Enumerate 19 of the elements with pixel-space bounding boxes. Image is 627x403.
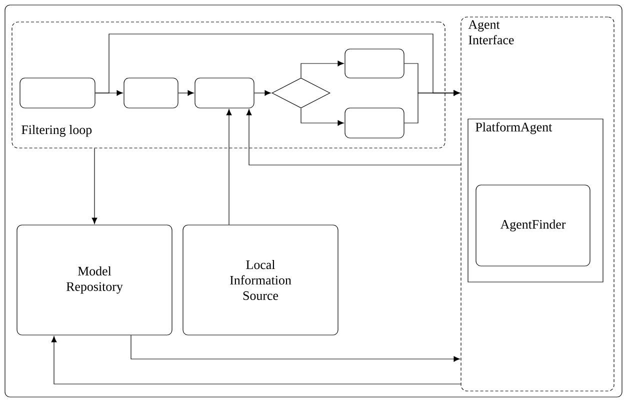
process-box: Local Information Source <box>182 224 338 336</box>
process-box <box>194 78 254 108</box>
process-box: Model Repository <box>16 224 172 336</box>
arrow <box>130 335 460 362</box>
arrow <box>226 109 232 225</box>
process-box <box>344 108 404 138</box>
arrow <box>92 148 98 224</box>
process-box <box>344 48 404 78</box>
arrow <box>300 60 344 78</box>
arrow <box>246 109 461 166</box>
arrow <box>51 336 461 384</box>
arrow <box>404 90 460 124</box>
process-box: AgentFinder <box>476 184 590 266</box>
process-box <box>20 78 96 108</box>
process-box <box>124 78 178 108</box>
group-box: Filtering loop <box>12 22 446 148</box>
arrow <box>254 90 271 96</box>
arrow <box>178 90 194 96</box>
arrow <box>300 108 344 126</box>
